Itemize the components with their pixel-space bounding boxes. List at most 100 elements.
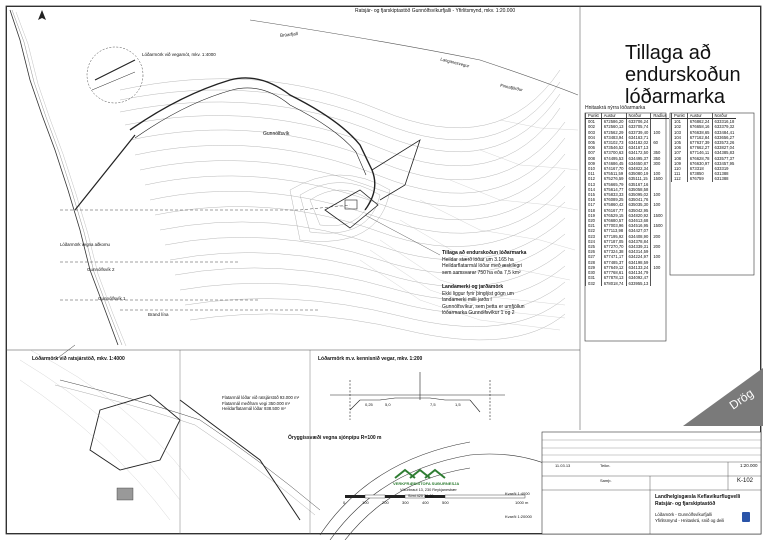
coord-cell: 634427,07: [625, 228, 651, 234]
coord-cell: 676862,24: [686, 118, 713, 125]
coord-cell: 677187,05: [600, 238, 627, 245]
scale-tick: 400: [422, 500, 429, 505]
coord-cell: 104: [671, 134, 688, 141]
coord-cell: [650, 238, 669, 245]
coord-cell: 634224,97: [625, 254, 651, 260]
section-title: Lóðarmörk m.v. kennisnið vegar, mkv. 1:2…: [318, 356, 423, 362]
coord-cell: 677324,38: [600, 249, 627, 255]
label-gunnolfsvik: Gunnólfsvík: [263, 131, 290, 137]
coord-cell: 634822,34: [625, 166, 651, 172]
coord-cell: 676529,15: [600, 212, 627, 219]
coord-cell: 676630,97: [686, 160, 713, 167]
coord-cell: 635111,15: [625, 176, 651, 182]
coord-cell: [650, 197, 669, 203]
coord-cell: 635167,16: [625, 181, 651, 187]
coord-cell: 677485,37: [600, 259, 627, 265]
lower-left-title: Lóðarmörk við ratsjárstöð, mkv. 1:4000: [32, 356, 125, 362]
coord-cell: 676759: [686, 176, 713, 182]
scale-tick: 100: [362, 500, 369, 505]
coord-cell: 677113,98: [600, 228, 627, 234]
coord-cell: 677471,17: [600, 254, 627, 260]
coord-cell: 029: [585, 264, 602, 271]
coord-cell: 633319: [711, 166, 737, 172]
coord-cell: 677768,61: [600, 270, 627, 276]
coord-cell: 675276,59: [600, 176, 627, 182]
coord-cell: 015: [585, 192, 602, 198]
coord-cell: 023: [585, 233, 602, 239]
coord-cell: 006: [585, 145, 602, 151]
draft-banner: Drög: [683, 368, 763, 426]
sheet-title: Ratsjár- og fjarskiptastöð Gunnólfsvíkur…: [355, 8, 516, 14]
coord-cell: 634650,87: [625, 160, 651, 167]
coord-cell: 112: [671, 176, 688, 182]
coord-cell: 100: [650, 192, 669, 198]
coord-cell: [650, 124, 669, 130]
label-brandlina: Brand lína: [148, 312, 169, 317]
coord-cell: 677649,12: [600, 264, 627, 271]
coord-cell: 300: [650, 160, 669, 167]
label-gunnolfsvik2: Gunnólfsvík 2: [87, 267, 115, 272]
coord-cell: 677146,11: [686, 150, 713, 156]
coord-cell: 675833,33: [600, 192, 627, 198]
coord-cell: 634820,92: [625, 212, 651, 219]
coord-cell: 631388: [711, 171, 737, 177]
coord-cell: 677270,70: [600, 244, 627, 250]
coord-cell: 100: [650, 171, 669, 177]
coord-cell: 675511,59: [600, 171, 627, 177]
coord-cell: 633955,13: [625, 280, 651, 286]
coord-cell: 674167,70: [600, 166, 627, 172]
coord-cell: 027: [585, 254, 602, 260]
coord-cell: 634495,37: [625, 155, 651, 161]
coord-cell: 107: [671, 150, 688, 156]
tb-desc1: Lóðamörk - Gunnólfsvíkurfjalli: [655, 512, 712, 517]
coord-cell: [650, 259, 669, 265]
scale-tick: 1000 m: [515, 500, 529, 505]
coord-cell: 350: [650, 150, 669, 156]
coord-cell: 634339,31: [625, 244, 651, 250]
coord-cell: 635041,76: [625, 197, 651, 203]
scale-bar: [345, 494, 526, 499]
coord-cell: 106: [671, 145, 688, 151]
coord-cell: 025: [585, 244, 602, 250]
coord-cell: 016: [585, 197, 602, 203]
coord-cell: 012: [585, 176, 602, 182]
coord-cell: 635080,19: [625, 171, 651, 177]
coord-cell: 673318: [686, 166, 713, 172]
coord-cell: 011: [585, 171, 602, 177]
scale-label-2: Kvarði 1:20000: [505, 514, 532, 519]
coord-cell: 1500: [650, 223, 669, 229]
coord-cell: 672562,29: [600, 129, 627, 135]
coord-cell: 672586,20: [600, 118, 627, 125]
coord-cell: 003: [585, 129, 602, 135]
coord-cell: 634172,50: [625, 150, 651, 156]
coord-cell: 010: [585, 166, 602, 172]
coord-cell: 633739,40: [625, 129, 651, 135]
coord-cell: 634182,02: [625, 140, 651, 146]
coord-cell: 635042,95: [625, 207, 651, 213]
coord-cell: 633705,74: [625, 124, 651, 130]
tb-desc2: Yfirlitsmynd - Hnitaskrá, snið og deili: [655, 518, 725, 523]
coord-cell: 634613,68: [625, 218, 651, 224]
coord-cell: [650, 118, 669, 125]
